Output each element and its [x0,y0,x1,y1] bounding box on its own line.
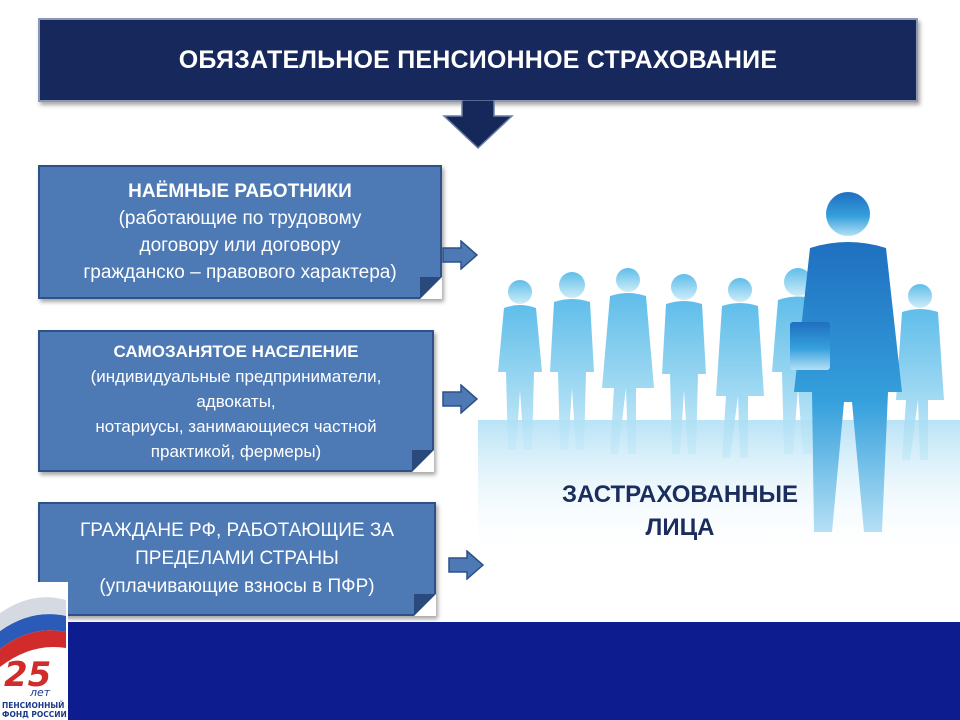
pension-fund-logo: 25 лет ПЕНСИОННЫЙ ФОНД РОССИИ [0,582,68,720]
category-line: гражданско – правового характера) [83,262,397,283]
category-line: ГРАЖДАНЕ РФ, РАБОТАЮЩИЕ ЗА [79,520,395,541]
logo-number: 25 [4,655,51,695]
category-line: ПРЕДЕЛАМИ СТРАНЫ [135,548,339,569]
logo-line: ПЕНСИОННЫЙ [2,701,64,710]
category-heading: НАЁМНЫЕ РАБОТНИКИ [128,181,352,202]
category-line: адвокаты, [196,391,276,411]
category-line: договору или договору [139,235,341,256]
category-line: (уплачивающие взносы в ПФР) [99,576,375,597]
insured-line: ЗАСТРАХОВАННЫЕ [561,481,799,508]
logo-line: ФОНД РОССИИ [2,710,67,719]
category-box-self-employed: САМОЗАНЯТОЕ НАСЕЛЕНИЕ (индивидуальные пр… [38,330,434,472]
right-arrow-icon [442,384,478,414]
people-silhouettes-image [478,192,960,560]
diagram-title-text: ОБЯЗАТЕЛЬНОЕ ПЕНСИОННОЕ СТРАХОВАНИЕ [178,45,778,74]
logo-word: лет [29,686,51,699]
category-line: нотариусы, занимающиеся частной [95,416,377,436]
insured-line: ЛИЦА [645,514,715,541]
page-fold [420,277,442,299]
category-heading: САМОЗАНЯТОЕ НАСЕЛЕНИЕ [113,341,359,361]
category-line: (индивидуальные предприниматели, [90,366,382,386]
insured-persons-label: ЗАСТРАХОВАННЫЕ ЛИЦА [520,478,840,544]
right-arrow-icon [442,240,478,270]
category-box-citizens-abroad: ГРАЖДАНЕ РФ, РАБОТАЮЩИЕ ЗА ПРЕДЕЛАМИ СТР… [38,502,436,616]
right-arrow-icon [448,550,484,580]
footer-band [62,622,960,720]
diagram-title: ОБЯЗАТЕЛЬНОЕ ПЕНСИОННОЕ СТРАХОВАНИЕ [38,18,918,102]
category-line: практикой, фермеры) [150,441,322,461]
category-line: (работающие по трудовому [118,208,362,229]
page-fold [412,450,434,472]
down-arrow-icon [442,100,514,150]
page-fold [414,594,436,616]
category-box-employees: НАЁМНЫЕ РАБОТНИКИ (работающие по трудово… [38,165,442,299]
